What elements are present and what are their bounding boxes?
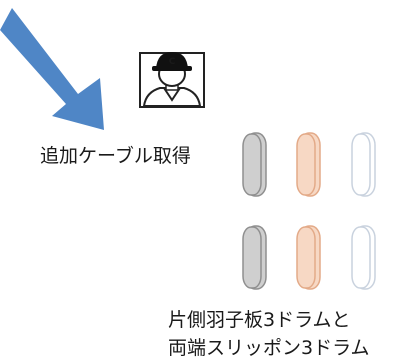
drum-label-line-2: 両端スリッポン3ドラム — [168, 337, 370, 359]
drum-white-2 — [351, 225, 376, 290]
worker-collar — [163, 87, 181, 102]
arrow-shape — [0, 8, 104, 130]
drum-peach-1 — [296, 132, 321, 197]
drum-face — [296, 226, 316, 289]
drum-gray-2 — [242, 225, 267, 290]
drum-face — [242, 226, 262, 289]
drum-gray-1 — [242, 132, 267, 197]
worker-helmet-brim — [152, 66, 192, 71]
drum-face — [242, 133, 262, 196]
worker-helmet — [156, 52, 188, 69]
arrow-icon — [0, 8, 104, 130]
drum-label: 片側羽子板3ドラムと 両端スリッポン3ドラム — [168, 306, 370, 362]
helmet-letter: C — [169, 57, 176, 67]
drum-group — [242, 132, 376, 290]
worker-icon: C — [139, 52, 205, 108]
drum-white-1 — [351, 132, 376, 197]
drum-label-line-1: 片側羽子板3ドラムと — [168, 309, 351, 331]
drum-face — [296, 133, 316, 196]
cable-label: 追加ケーブル取得 — [40, 145, 191, 167]
worker-body — [142, 87, 202, 107]
drum-face — [351, 133, 371, 196]
drum-peach-2 — [296, 225, 321, 290]
drum-face — [351, 226, 371, 289]
